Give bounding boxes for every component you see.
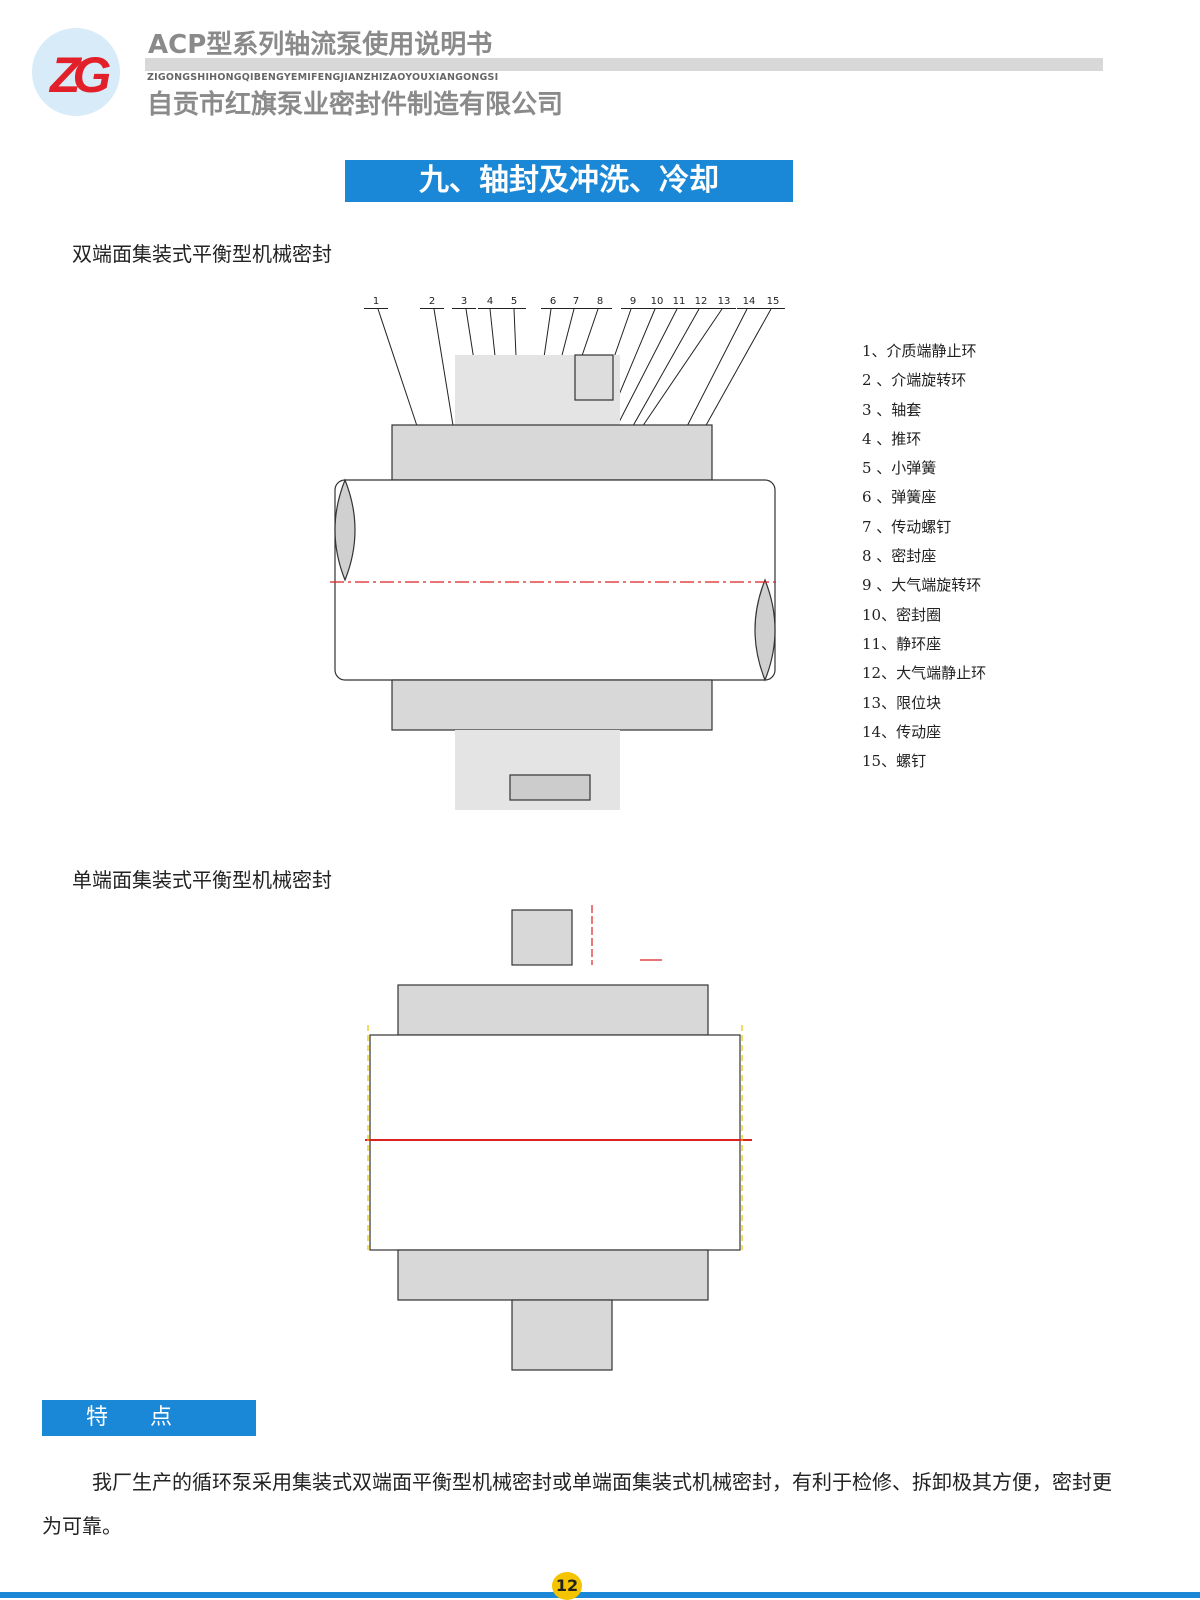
figure2-title: 单端面集装式平衡型机械密封 <box>72 868 332 892</box>
callout: 15 <box>761 296 785 309</box>
callout: 2 <box>420 296 444 309</box>
legend-item: 2 、介端旋转环 <box>862 371 967 390</box>
single-seal-drawing <box>365 905 752 1371</box>
callout: 1 <box>364 296 388 309</box>
company-logo: ZG <box>32 28 120 116</box>
parts-legend: 1、介质端静止环 2 、介端旋转环 3 、轴套 4 、推环 5 、小弹簧 6 、… <box>862 340 986 779</box>
legend-item: 1、介质端静止环 <box>862 342 977 360</box>
document-title: ACP型系列轴流泵使用说明书 <box>148 30 493 60</box>
legend-item: 3 、轴套 <box>862 400 922 419</box>
footer-line <box>0 1592 1200 1598</box>
callout: 5 <box>502 296 526 309</box>
legend-item: 10、密封圈 <box>862 605 942 624</box>
section-title: 九、轴封及冲洗、冷却 <box>345 160 793 202</box>
features-heading: 特点 <box>42 1400 256 1436</box>
callout: 4 <box>478 296 502 309</box>
callout: 14 <box>737 296 761 309</box>
double-seal-drawing <box>330 354 780 810</box>
figure1-title: 双端面集装式平衡型机械密封 <box>72 242 332 266</box>
legend-item: 9 、大气端旋转环 <box>862 576 982 595</box>
callout: 12 <box>689 296 713 309</box>
company-name: 自贡市红旗泵业密封件制造有限公司 <box>147 90 564 120</box>
legend-item: 4 、推环 <box>862 429 922 448</box>
page-number: 12 <box>552 1572 582 1600</box>
logo-text: ZG <box>50 47 112 103</box>
header-divider <box>145 58 1103 71</box>
legend-item: 7 、传动螺钉 <box>862 517 952 536</box>
callout: 6 <box>541 296 565 309</box>
callout: 7 <box>564 296 588 309</box>
legend-item: 15、螺钉 <box>862 752 927 771</box>
features-text: 我厂生产的循环泵采用集装式双端面平衡型机械密封或单端面集装式机械密封，有利于检修… <box>42 1470 1112 1538</box>
callout: 9 <box>621 296 645 309</box>
callout: 13 <box>712 296 736 309</box>
callout: 10 <box>645 296 669 309</box>
legend-item: 5 、小弹簧 <box>862 459 937 478</box>
legend-item: 8 、密封座 <box>862 547 937 566</box>
legend-item: 12、大气端静止环 <box>862 664 987 683</box>
callout: 3 <box>452 296 476 309</box>
legend-item: 13、限位块 <box>862 693 942 712</box>
legend-item: 6 、弹簧座 <box>862 488 937 507</box>
legend-item: 11、静环座 <box>862 634 942 653</box>
callout: 8 <box>588 296 612 309</box>
legend-item: 14、传动座 <box>862 722 942 741</box>
callout: 11 <box>667 296 691 309</box>
company-pinyin: ZIGONGSHIHONGQIBENGYEMIFENGJIANZHIZAOYOU… <box>147 72 499 83</box>
